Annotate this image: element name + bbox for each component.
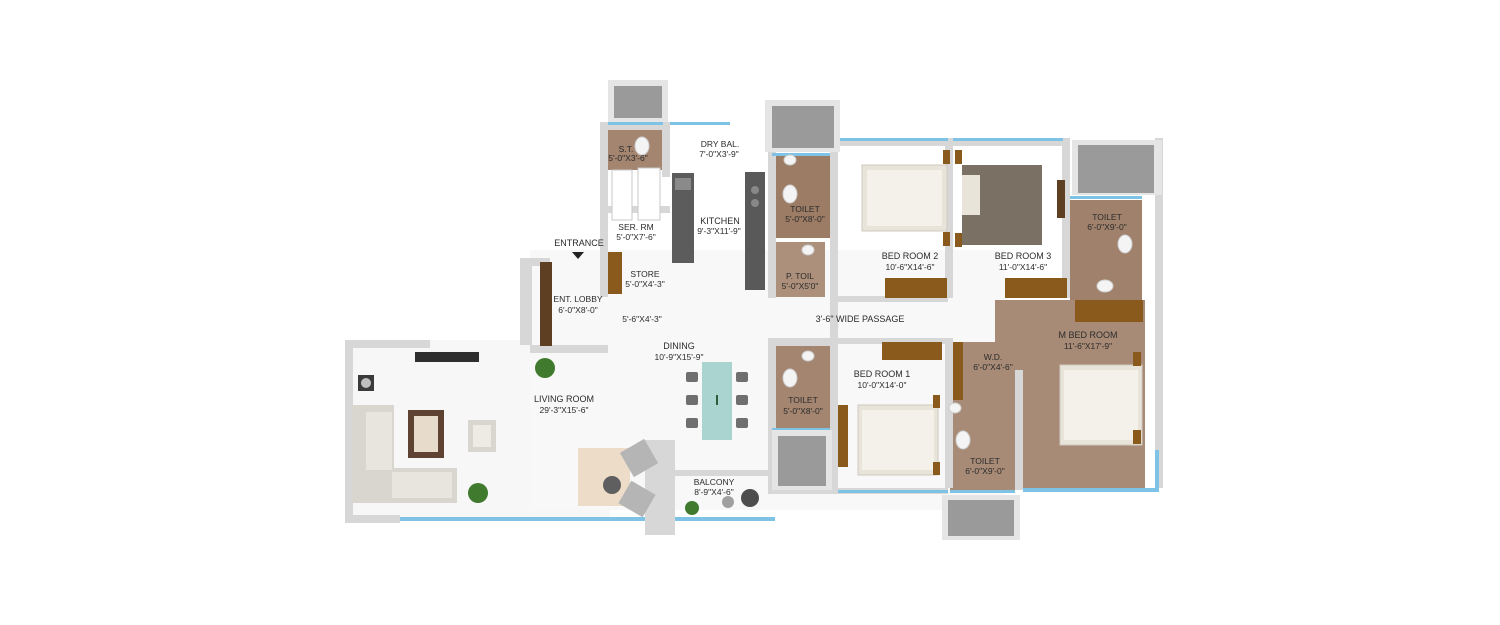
svg-text:11'-0"X14'-6": 11'-0"X14'-6"	[999, 262, 1047, 272]
room-size: 6'-0"X8'-0"	[558, 305, 598, 315]
svg-text:S.T.: S.T.	[619, 144, 634, 154]
svg-text:BED ROOM 1: BED ROOM 1	[854, 369, 911, 379]
room-size: 10'-0"X14'-0"	[858, 380, 907, 390]
room-name: KITCHEN	[700, 216, 740, 226]
room-name: TOILET	[788, 395, 818, 405]
svg-text:TOILET: TOILET	[788, 395, 818, 405]
svg-text:5'-0"X5'0": 5'-0"X5'0"	[782, 281, 819, 291]
room-name: ENT. LOBBY	[553, 294, 602, 304]
svg-text:TOILET: TOILET	[970, 456, 1000, 466]
bath-fixtures	[634, 136, 1133, 450]
room-size: 5'-0"X4'-3"	[625, 279, 665, 289]
room-size: 9'-3"X11'-9"	[697, 226, 741, 236]
room-name: SER. RM	[618, 222, 653, 232]
beds	[838, 150, 1143, 476]
room-name: TOILET	[1092, 212, 1122, 222]
room-name: DINING	[663, 341, 695, 351]
room-size: 7'-0"X3'-9"	[699, 149, 739, 159]
room-name: DRY BAL.	[701, 139, 739, 149]
room-size: 10'-6"X14'-6"	[886, 262, 935, 272]
room-size: 8'-9"X4'-6"	[694, 487, 734, 497]
svg-text:STORE: STORE	[630, 269, 659, 279]
svg-text:5'-0"X3'-6": 5'-0"X3'-6"	[608, 153, 648, 163]
shafts	[608, 80, 1162, 540]
svg-text:29'-3"X15'-6": 29'-3"X15'-6"	[540, 405, 589, 415]
entrance-arrow-icon	[572, 252, 584, 259]
svg-text:6'-0"X4'-6": 6'-0"X4'-6"	[973, 362, 1013, 372]
room-size: 11'-6"X17'-9"	[1064, 341, 1112, 351]
room-size: 5'-0"X3'-6"	[608, 153, 648, 163]
svg-text:BED ROOM 3: BED ROOM 3	[995, 251, 1052, 261]
svg-text:10'-9"X15'-9": 10'-9"X15'-9"	[655, 352, 704, 362]
dining-set	[686, 362, 748, 440]
foyer-size-label: 5'-6"X4'-3"	[622, 314, 662, 324]
room-size: 11'-0"X14'-6"	[999, 262, 1047, 272]
svg-text:SER. RM: SER. RM	[618, 222, 653, 232]
room-labels: S.T. 5'-0"X3'-6" DRY BAL. 7'-0"X3'-9" SE…	[534, 139, 1127, 497]
kitchen-fixtures	[608, 167, 765, 294]
svg-text:W.D.: W.D.	[984, 352, 1002, 362]
passage-label: 3'-6" WIDE PASSAGE	[816, 314, 905, 324]
room-name: P. TOIL	[786, 271, 814, 281]
svg-text:M BED ROOM: M BED ROOM	[1058, 330, 1117, 340]
svg-text:TOILET: TOILET	[1092, 212, 1122, 222]
entrance-lobby-panel	[540, 262, 552, 346]
room-size: 5'-0"X5'0"	[782, 281, 819, 291]
plants	[468, 358, 759, 515]
room-size: 5'-0"X8'-0"	[783, 406, 823, 416]
room-size: 5'-0"X7'-6"	[616, 232, 656, 242]
room-name: BED ROOM 1	[854, 369, 911, 379]
svg-text:ENTRANCE: ENTRANCE	[554, 238, 604, 248]
windows	[400, 122, 1159, 521]
wd-cabinet	[953, 342, 963, 400]
svg-text:5'-0"X7'-6": 5'-0"X7'-6"	[616, 232, 656, 242]
svg-text:10'-6"X14'-6": 10'-6"X14'-6"	[886, 262, 935, 272]
svg-text:11'-6"X17'-9": 11'-6"X17'-9"	[1064, 341, 1112, 351]
room-name: W.D.	[984, 352, 1002, 362]
room-name: BALCONY	[694, 477, 735, 487]
svg-text:9'-3"X11'-9": 9'-3"X11'-9"	[697, 226, 741, 236]
svg-text:5'-6"X4'-3": 5'-6"X4'-3"	[622, 314, 662, 324]
svg-text:BED ROOM 2: BED ROOM 2	[882, 251, 939, 261]
svg-text:P. TOIL: P. TOIL	[786, 271, 814, 281]
room-name: BED ROOM 3	[995, 251, 1052, 261]
svg-text:5'-0"X4'-3": 5'-0"X4'-3"	[625, 279, 665, 289]
room-name: LIVING ROOM	[534, 394, 594, 404]
svg-text:7'-0"X3'-9": 7'-0"X3'-9"	[699, 149, 739, 159]
room-name: S.T.	[619, 144, 634, 154]
room-size: 10'-9"X15'-9"	[655, 352, 704, 362]
entrance-label: ENTRANCE	[554, 238, 604, 248]
svg-text:ENT. LOBBY: ENT. LOBBY	[553, 294, 602, 304]
svg-text:BALCONY: BALCONY	[694, 477, 735, 487]
svg-text:LIVING ROOM: LIVING ROOM	[534, 394, 594, 404]
room-name: BED ROOM 2	[882, 251, 939, 261]
room-name: TOILET	[790, 204, 820, 214]
svg-text:KITCHEN: KITCHEN	[700, 216, 740, 226]
svg-text:DRY BAL.: DRY BAL.	[701, 139, 739, 149]
svg-text:6'-0"X9'-0": 6'-0"X9'-0"	[965, 466, 1005, 476]
living-furniture	[352, 352, 659, 518]
svg-text:5'-0"X8'-0": 5'-0"X8'-0"	[785, 214, 825, 224]
room-name: M BED ROOM	[1058, 330, 1117, 340]
svg-text:6'-0"X9'-0": 6'-0"X9'-0"	[1087, 222, 1127, 232]
svg-text:DINING: DINING	[663, 341, 695, 351]
room-size: 6'-0"X9'-0"	[965, 466, 1005, 476]
room-size: 6'-0"X9'-0"	[1087, 222, 1127, 232]
svg-text:3'-6" WIDE PASSAGE: 3'-6" WIDE PASSAGE	[816, 314, 905, 324]
svg-text:5'-0"X8'-0": 5'-0"X8'-0"	[783, 406, 823, 416]
room-name: TOILET	[970, 456, 1000, 466]
room-size: 29'-3"X15'-6"	[540, 405, 589, 415]
svg-text:10'-0"X14'-0": 10'-0"X14'-0"	[858, 380, 907, 390]
svg-text:8'-9"X4'-6": 8'-9"X4'-6"	[694, 487, 734, 497]
room-name: STORE	[630, 269, 659, 279]
room-size: 6'-0"X4'-6"	[973, 362, 1013, 372]
svg-text:TOILET: TOILET	[790, 204, 820, 214]
svg-text:6'-0"X8'-0": 6'-0"X8'-0"	[558, 305, 598, 315]
room-size: 5'-0"X8'-0"	[785, 214, 825, 224]
